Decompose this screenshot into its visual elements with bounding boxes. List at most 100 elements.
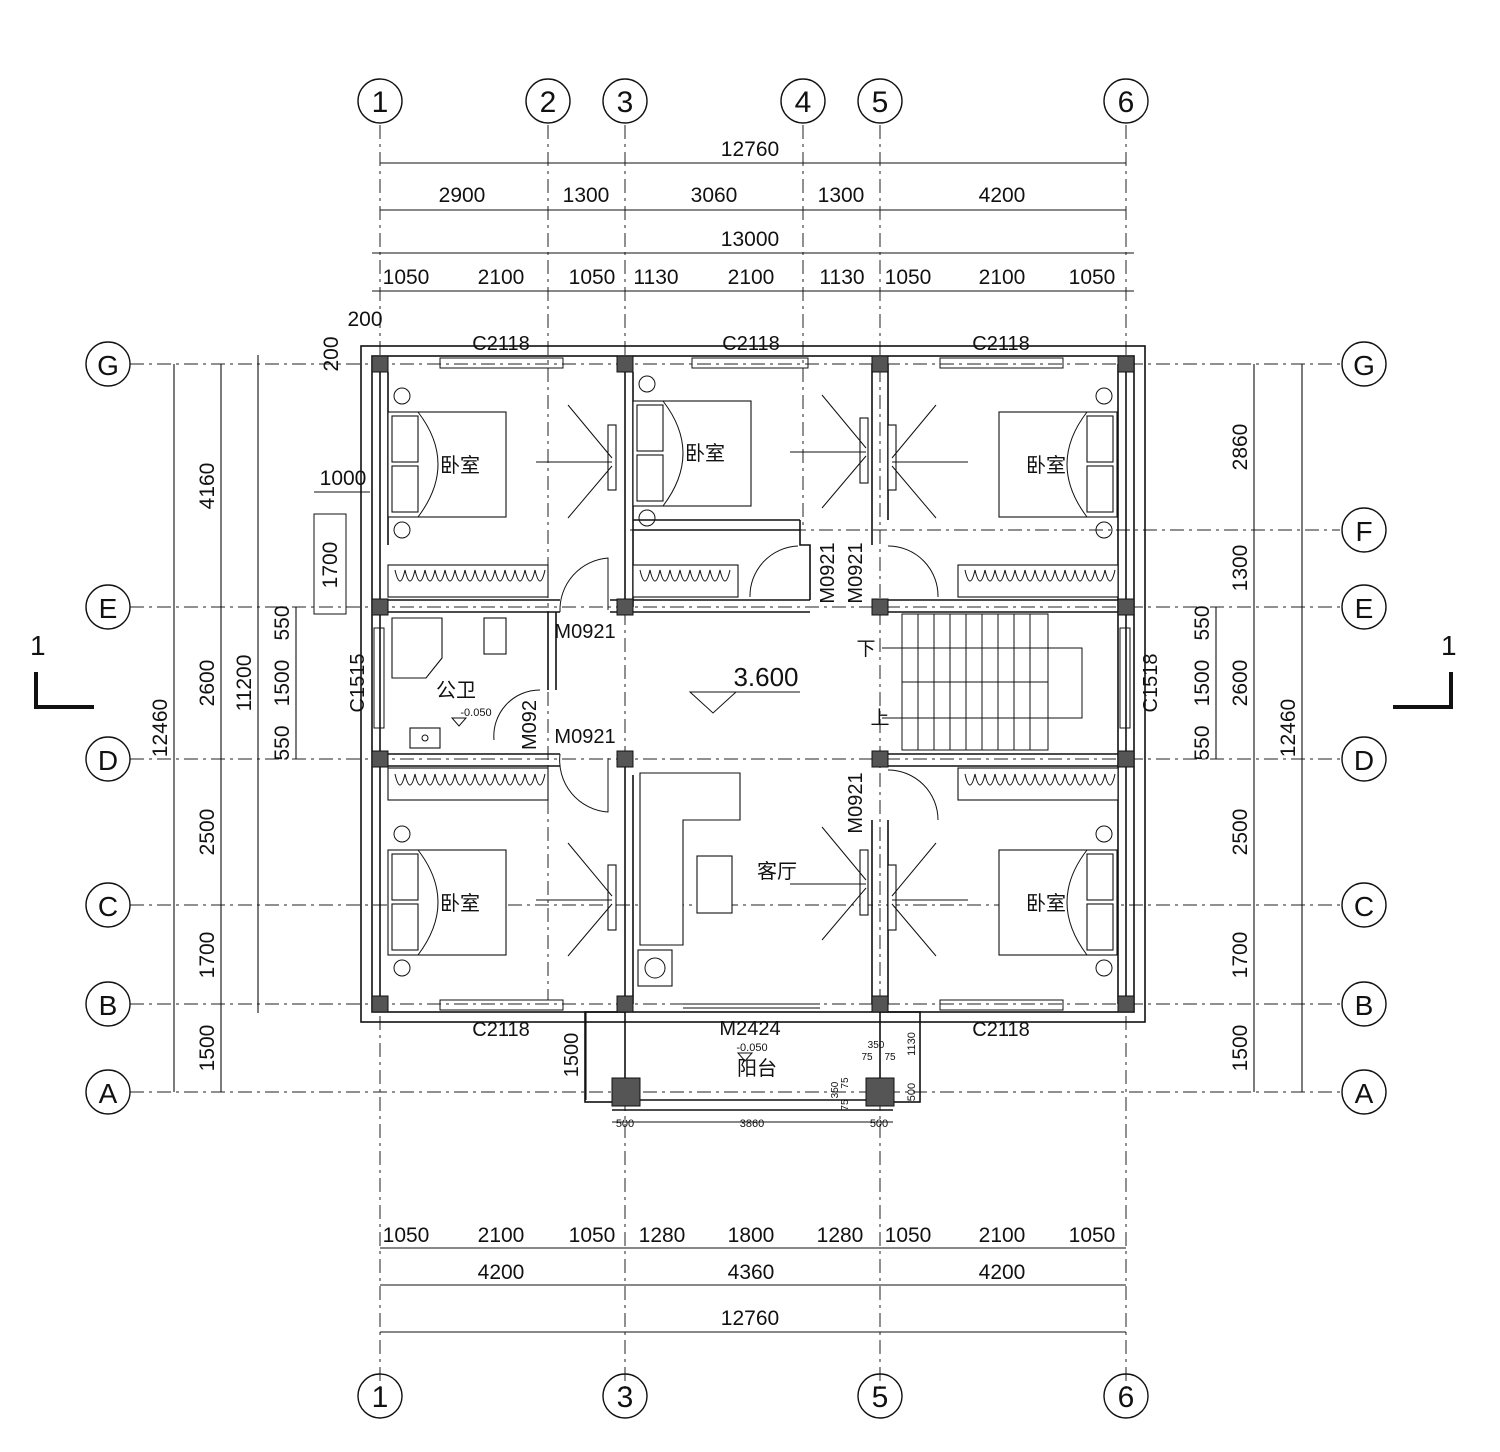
room-label-bedroom: 卧室	[440, 454, 480, 477]
dim-bottom-total: 12760	[721, 1307, 779, 1330]
dim-balcony-small: 500	[906, 1083, 918, 1101]
window-label: C2118	[972, 333, 1029, 355]
room-label-wc: 公卫	[436, 680, 476, 702]
axis-bubble-bottom-3: 3	[602, 1373, 648, 1419]
dim-bottom-opening: 1280	[639, 1224, 686, 1247]
axis-bubble-left-A: A	[85, 1069, 131, 1115]
dim-right-span: 2860	[1229, 424, 1252, 471]
section-mark-left: 1	[30, 630, 94, 709]
dim-balcony-small: 350	[830, 1081, 841, 1098]
stair-down-label: 下	[856, 639, 875, 660]
bottom-dimensions: 1050 2100 1050 1280 1800 1280 1050 2100 …	[380, 1224, 1126, 1333]
axis-bubble-top-4: 4	[780, 78, 826, 124]
dim-top-opening: 2100	[478, 266, 525, 289]
dim-offset: 200	[347, 308, 382, 331]
dim-balcony-bottom: 500	[616, 1118, 634, 1130]
dim-top-opening: 1050	[569, 266, 616, 289]
axis-bubble-bottom-5: 5	[857, 1373, 903, 1419]
svg-text:1: 1	[30, 630, 46, 661]
dim-top-span: 3060	[691, 184, 738, 207]
doors: M0921 M0921 M092 M0921 M0921 M0921 M2424	[493, 542, 939, 1040]
axis-bubble-right-A: A	[1341, 1069, 1387, 1115]
dim-right-span: 1700	[1229, 932, 1252, 979]
axis-bubble-top-2: 2	[525, 78, 571, 124]
dim-right-span: 1500	[1229, 1025, 1252, 1072]
dim-right-span: 1300	[1229, 545, 1252, 592]
axis-bubble-top-3: 3	[602, 78, 648, 124]
dim-bottom-opening: 2100	[478, 1224, 525, 1247]
dim-top-span: 4200	[979, 184, 1026, 207]
svg-text:4: 4	[795, 86, 812, 119]
dim-bay-width: 1000	[320, 467, 367, 490]
dim-bottom-span: 4200	[478, 1261, 525, 1284]
tv-units	[536, 394, 968, 957]
axis-bubble-bottom-6: 6	[1103, 1373, 1149, 1419]
axis-bubble-top-1: 1	[357, 78, 403, 124]
dim-left-window: 550	[271, 725, 294, 760]
dim-left-span: 4160	[196, 463, 219, 510]
room-label-bedroom: 卧室	[440, 892, 480, 915]
elevation-balcony: -0.050	[736, 1042, 767, 1054]
dim-balcony-bottom: 500	[870, 1118, 888, 1130]
window-label: C2118	[472, 1019, 529, 1041]
axis-bubble-right-E: E	[1341, 584, 1387, 630]
axis-bubble-left-E: E	[85, 584, 131, 630]
balcony-dimensions: 1500 500 3860 500 350 75 75 350 75 75 11…	[561, 1012, 918, 1130]
dim-left-span: 1700	[196, 932, 219, 979]
dim-bottom-opening: 1280	[817, 1224, 864, 1247]
beds	[387, 375, 1118, 977]
dim-top-span: 1300	[818, 184, 865, 207]
svg-text:C: C	[1354, 891, 1374, 922]
dim-balcony-small: 1130	[906, 1032, 918, 1056]
svg-text:3: 3	[617, 86, 634, 119]
svg-text:A: A	[99, 1078, 118, 1109]
dim-bay-depth: 1700	[319, 542, 342, 589]
dim-top-total-2: 13000	[721, 228, 779, 251]
dim-left-span: 2500	[196, 809, 219, 856]
dim-offset: 200	[320, 336, 343, 371]
dim-right-total: 12460	[1277, 699, 1300, 757]
axis-bubble-left-D: D	[85, 736, 131, 782]
dim-left-total: 12460	[149, 699, 172, 757]
window-label: C1515	[347, 654, 369, 713]
dim-top-opening: 2100	[728, 266, 775, 289]
dim-bottom-opening: 1050	[383, 1224, 430, 1247]
dim-left-total: 11200	[233, 655, 256, 712]
svg-text:B: B	[99, 990, 118, 1021]
dim-bottom-span: 4200	[979, 1261, 1026, 1284]
window-label: C1518	[1140, 654, 1162, 713]
dim-left-window: 1500	[271, 660, 294, 707]
dim-balcony-small: 75	[861, 1052, 873, 1063]
dim-balcony-bottom: 3860	[740, 1118, 764, 1130]
axis-bubble-bottom-1: 1	[357, 1373, 403, 1419]
elevation-label: 3.600	[733, 662, 798, 692]
wardrobes	[387, 564, 1119, 801]
dim-balcony-small: 350	[868, 1040, 885, 1051]
staircase: 下 上	[856, 613, 1083, 751]
dim-left-span: 1500	[196, 1025, 219, 1072]
grid-lines	[130, 125, 1340, 1390]
axis-bubble-left-G: G	[85, 341, 131, 387]
svg-text:3: 3	[617, 1381, 634, 1414]
dim-right-window: 550	[1191, 605, 1214, 640]
dim-top-span: 2900	[439, 184, 486, 207]
axis-bubble-right-G: G	[1341, 341, 1387, 387]
svg-text:E: E	[1355, 593, 1374, 624]
svg-text:1: 1	[1441, 630, 1457, 661]
dim-right-window: 550	[1191, 725, 1214, 760]
room-label-balcony: 阳台	[737, 1057, 777, 1080]
dim-top-opening: 1130	[633, 266, 678, 289]
door-label: M0921	[817, 542, 839, 603]
elevation-wc: -0.050	[460, 707, 491, 719]
svg-text:1: 1	[372, 86, 389, 119]
dim-bottom-opening: 2100	[979, 1224, 1026, 1247]
door-label: M0921	[554, 726, 615, 748]
elevation-marker: 3.600	[688, 662, 800, 714]
svg-text:2: 2	[540, 86, 557, 119]
door-label: M092	[519, 700, 541, 750]
dim-balcony-small: 75	[840, 1077, 851, 1089]
top-dimensions: 12760 2900 1300 3060 1300 4200 13000 105…	[320, 138, 1134, 372]
svg-text:6: 6	[1118, 1381, 1135, 1414]
room-label-bedroom: 卧室	[685, 442, 725, 465]
